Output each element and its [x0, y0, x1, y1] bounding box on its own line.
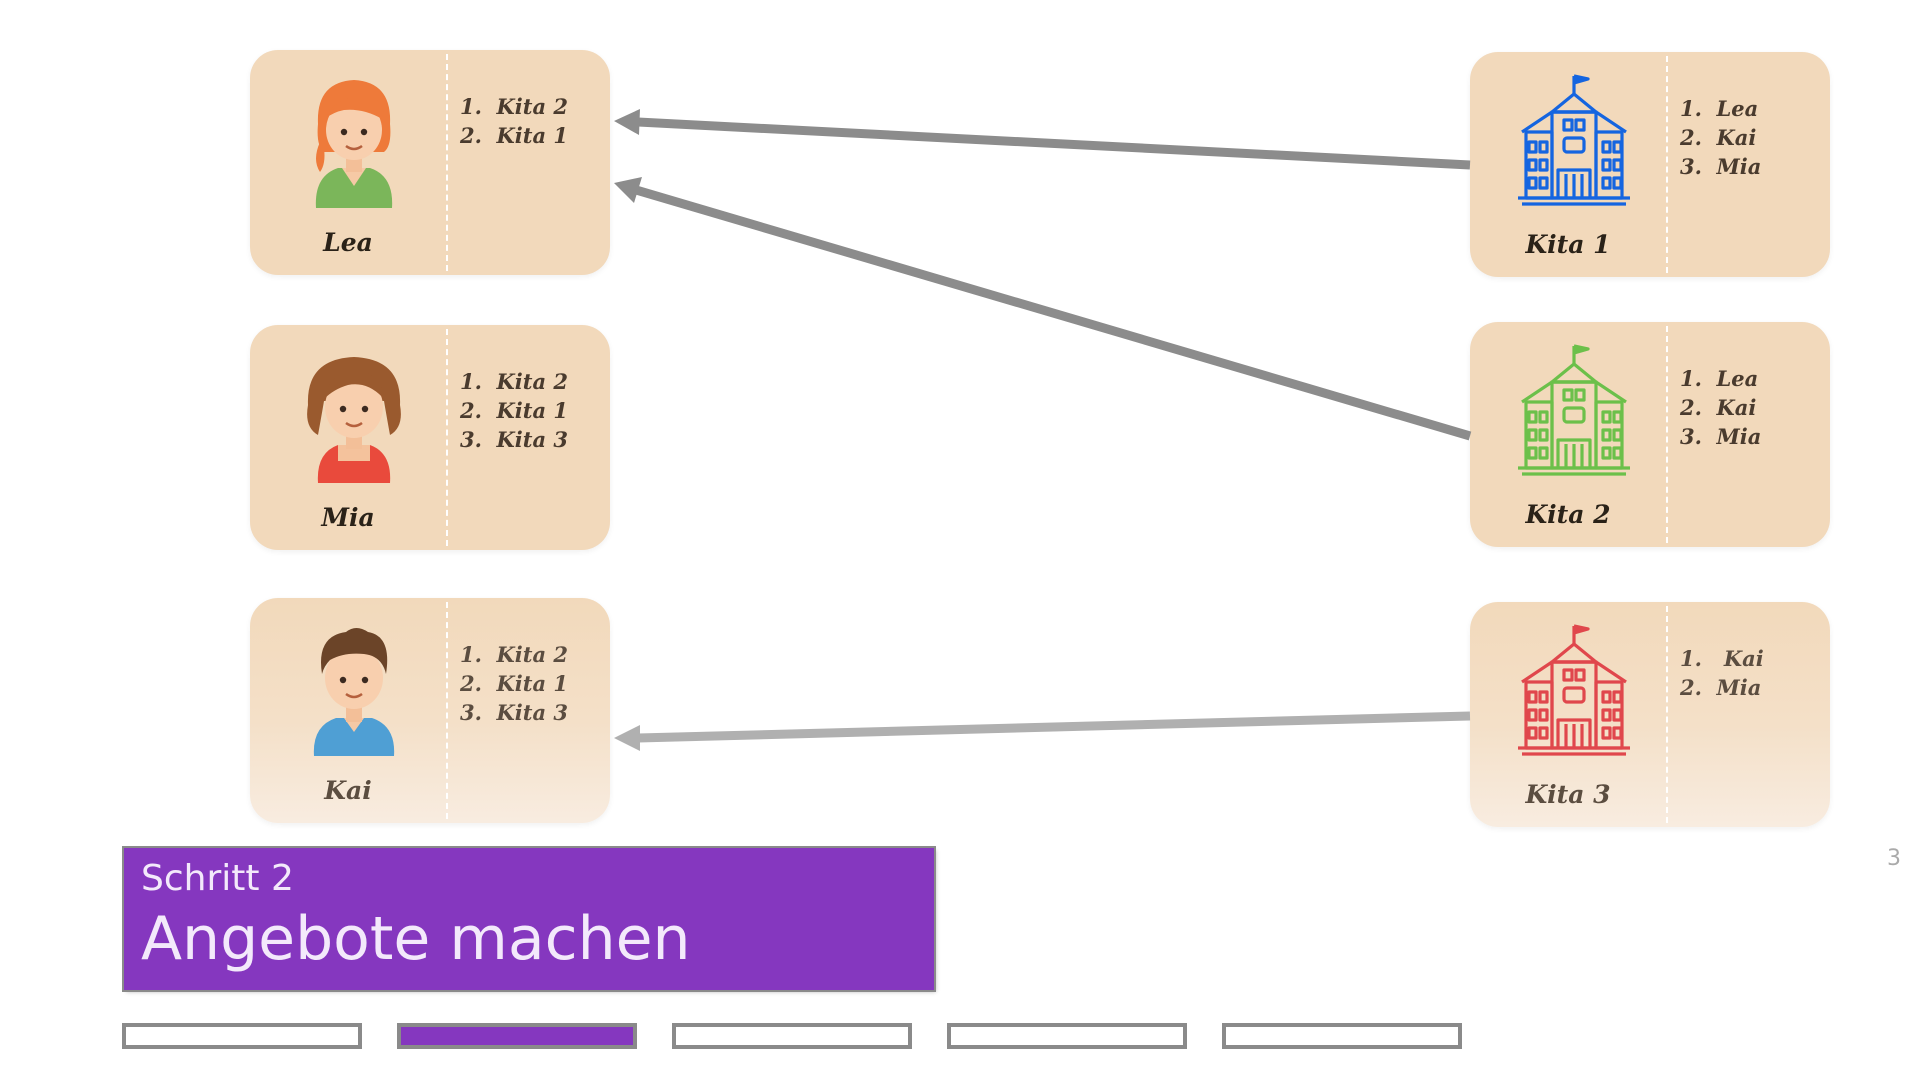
preference-item: 1. Kai: [1680, 646, 1764, 671]
card-divider: [1666, 326, 1668, 543]
child-name: Kai: [324, 776, 372, 805]
progress-segment: [947, 1023, 1187, 1049]
child-card-mia: Mia 1. Kita 2 2. Kita 1 3. Kita 3: [250, 325, 610, 550]
offer-arrow-kita2-to-lea: [634, 185, 1472, 441]
school-building-green-icon: [1518, 344, 1630, 476]
preference-item: 2. Mia: [1680, 675, 1762, 700]
kita-name: Kita 3: [1525, 780, 1611, 809]
kita-name: Kita 1: [1525, 230, 1611, 259]
child-name: Lea: [323, 228, 373, 257]
preference-list: 1. Kita 2 2. Kita 1 3. Kita 3: [460, 640, 568, 727]
step-subtitle: Schritt 2: [141, 858, 294, 899]
school-building-red-icon: [1518, 624, 1630, 756]
child-card-kai: Kai 1. Kita 2 2. Kita 1 3. Kita 3: [250, 598, 610, 823]
preference-list: 1. Kita 2 2. Kita 1 3. Kita 3: [460, 367, 568, 454]
preference-item: 1. Kita 2: [460, 369, 569, 394]
preference-list: 1. Kai 2. Mia: [1680, 644, 1764, 702]
child-card-lea: Lea 1. Kita 2 2. Kita 1: [250, 50, 610, 275]
offer-arrow-kita1-to-lea: [637, 117, 1471, 170]
preference-item: 3. Mia: [1680, 154, 1762, 179]
school-building-blue-icon: [1518, 74, 1630, 206]
kita-card-2: Kita 2 1. Lea 2. Kai 3. Mia: [1470, 322, 1830, 547]
preference-list: 1. Lea 2. Kai 3. Mia: [1680, 94, 1761, 181]
card-divider: [446, 329, 448, 546]
arrowhead-icon: [614, 109, 640, 135]
kita-card-1: Kita 1 1. Lea 2. Kai 3. Mia: [1470, 52, 1830, 277]
preference-item: 2. Kita 1: [460, 671, 569, 696]
girl-redhead-avatar-icon: [315, 80, 393, 208]
preference-item: 1. Lea: [1680, 96, 1759, 121]
offer-arrow-kita3-to-kai: [637, 711, 1471, 743]
girl-brunette-avatar-icon: [307, 357, 401, 483]
card-divider: [1666, 606, 1668, 823]
kita-name: Kita 2: [1525, 500, 1611, 529]
progress-segment: [397, 1023, 637, 1049]
arrowhead-icon: [614, 177, 642, 203]
progress-segment: [1222, 1023, 1462, 1049]
preference-list: 1. Kita 2 2. Kita 1: [460, 92, 568, 150]
kita-card-3: Kita 3 1. Kai 2. Mia: [1470, 602, 1830, 827]
preference-item: 2. Kita 1: [460, 398, 569, 423]
preference-item: 3. Kita 3: [460, 427, 569, 452]
preference-item: 1. Kita 2: [460, 642, 569, 667]
progress-segment: [672, 1023, 912, 1049]
preference-item: 3. Mia: [1680, 424, 1762, 449]
step-title: Angebote machen: [141, 904, 691, 974]
preference-item: 1. Kita 2: [460, 94, 569, 119]
preference-item: 1. Lea: [1680, 366, 1759, 391]
arrowhead-icon: [614, 725, 640, 751]
boy-avatar-icon: [313, 628, 395, 756]
child-name: Mia: [321, 503, 375, 532]
preference-item: 2. Kai: [1680, 395, 1757, 420]
card-divider: [1666, 56, 1668, 273]
preference-item: 2. Kita 1: [460, 123, 569, 148]
step-banner: Schritt 2 Angebote machen: [124, 848, 934, 990]
preference-item: 2. Kai: [1680, 125, 1757, 150]
preference-list: 1. Lea 2. Kai 3. Mia: [1680, 364, 1761, 451]
page-number: 3: [1887, 846, 1901, 871]
card-divider: [446, 602, 448, 819]
progress-segment: [122, 1023, 362, 1049]
preference-item: 3. Kita 3: [460, 700, 569, 725]
card-divider: [446, 54, 448, 271]
